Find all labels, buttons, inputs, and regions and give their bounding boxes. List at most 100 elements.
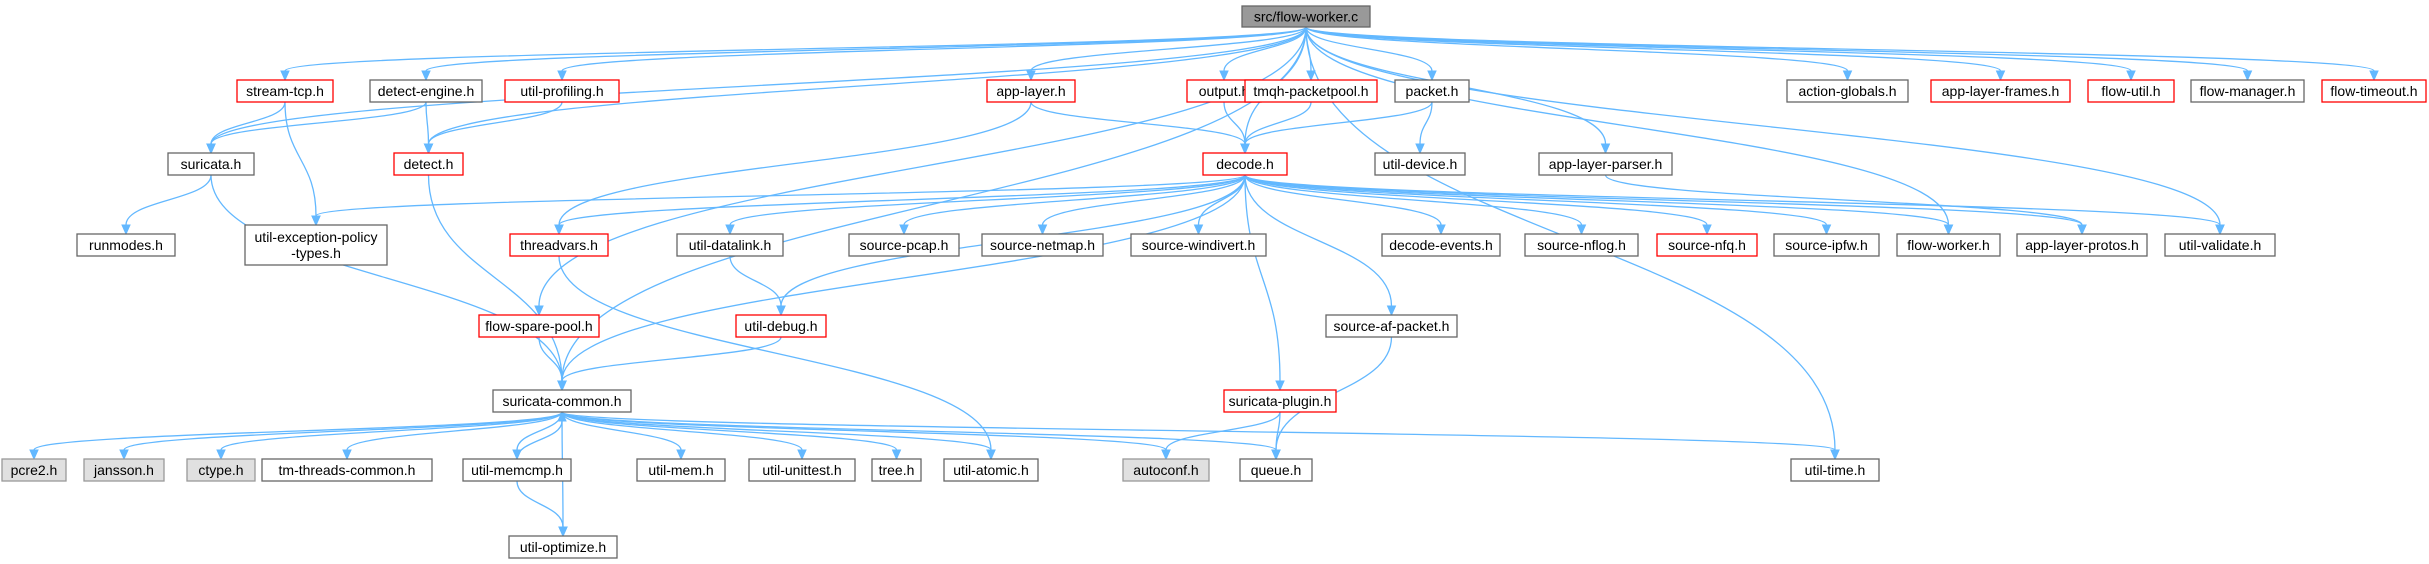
edge-suricata-plugin-to-autoconf: [1161, 411, 1281, 461]
node-label: suricata.h: [181, 156, 242, 172]
edge-detect-engine-to-suricata: [206, 101, 427, 155]
node-util-optimize[interactable]: util-optimize.h: [508, 535, 618, 559]
node-box: [986, 79, 1076, 103]
node-label: tm-threads-common.h: [279, 462, 416, 478]
node-util-memcmp[interactable]: util-memcmp.h: [462, 458, 572, 482]
node-app-layer[interactable]: app-layer.h: [986, 79, 1076, 103]
node-box: [748, 458, 856, 482]
node-jansson: jansson.h: [83, 458, 165, 482]
edge-decode-to-decode-events: [1244, 174, 1446, 236]
node-box: [244, 224, 388, 266]
node-label: -types.h: [291, 245, 341, 261]
node-flow-manager[interactable]: flow-manager.h: [2190, 79, 2305, 103]
edge-util-profiling-to-detect: [423, 101, 563, 155]
node-label: suricata-common.h: [502, 393, 621, 409]
node-box: [2190, 79, 2305, 103]
node-pcre2: pcre2.h: [1, 458, 67, 482]
node-box: [2016, 233, 2148, 257]
node-util-atomic[interactable]: util-atomic.h: [943, 458, 1039, 482]
node-box: [1656, 233, 1758, 257]
edge-suricata-common-to-jansson: [119, 411, 563, 461]
node-suricata-common[interactable]: suricata-common.h: [492, 389, 632, 413]
node-stream-tcp[interactable]: stream-tcp.h: [236, 79, 334, 103]
node-suricata[interactable]: suricata.h: [167, 152, 255, 176]
edge-root-to-flow-spare-pool: [534, 26, 1307, 317]
node-label: util-atomic.h: [953, 462, 1028, 478]
edge-suricata-common-to-tree: [561, 411, 902, 461]
node-box: [478, 314, 600, 338]
node-source-netmap[interactable]: source-netmap.h: [981, 233, 1104, 257]
node-flow-worker[interactable]: flow-worker.h: [1896, 233, 2001, 257]
node-app-layer-frames[interactable]: app-layer-frames.h: [1930, 79, 2071, 103]
edge-suricata-common-to-queue: [561, 411, 1281, 461]
node-util-debug[interactable]: util-debug.h: [735, 314, 827, 338]
node-source-nflog[interactable]: source-nflog.h: [1524, 233, 1639, 257]
node-box: [1790, 458, 1880, 482]
node-detect-engine[interactable]: detect-engine.h: [369, 79, 483, 103]
node-label: app-layer-protos.h: [2025, 237, 2139, 253]
node-suricata-plugin[interactable]: suricata-plugin.h: [1223, 389, 1337, 413]
node-label: ctype.h: [198, 462, 243, 478]
edge-decode-to-source-netmap: [1037, 174, 1246, 236]
node-app-layer-protos[interactable]: app-layer-protos.h: [2016, 233, 2148, 257]
node-source-af-packet[interactable]: source-af-packet.h: [1325, 314, 1458, 338]
node-source-windivert[interactable]: source-windivert.h: [1130, 233, 1267, 257]
node-threadvars[interactable]: threadvars.h: [509, 233, 609, 257]
edge-decode-to-util-datalink: [725, 174, 1246, 236]
node-root[interactable]: src/flow-worker.c: [1241, 5, 1371, 28]
node-label: source-ipfw.h: [1785, 237, 1867, 253]
edge-suricata-common-to-ctype: [216, 411, 563, 461]
node-label: src/flow-worker.c: [1254, 9, 1358, 25]
node-label: packet.h: [1406, 83, 1459, 99]
node-decode-events[interactable]: decode-events.h: [1381, 233, 1501, 257]
node-label: stream-tcp.h: [246, 83, 324, 99]
node-label: source-pcap.h: [860, 237, 949, 253]
node-app-layer-parser[interactable]: app-layer-parser.h: [1538, 152, 1673, 176]
node-source-pcap[interactable]: source-pcap.h: [848, 233, 960, 257]
node-util-time[interactable]: util-time.h: [1790, 458, 1880, 482]
node-packet[interactable]: packet.h: [1394, 79, 1470, 103]
node-label: source-windivert.h: [1142, 237, 1256, 253]
node-box: [1394, 79, 1470, 103]
node-label: runmodes.h: [89, 237, 163, 253]
node-util-device[interactable]: util-device.h: [1374, 152, 1466, 176]
node-flow-spare-pool[interactable]: flow-spare-pool.h: [478, 314, 600, 338]
node-box: [1, 458, 67, 482]
node-source-ipfw[interactable]: source-ipfw.h: [1773, 233, 1880, 257]
node-label: app-layer.h: [996, 83, 1065, 99]
edge-util-memcmp-to-suricata-common: [516, 410, 567, 460]
node-flow-timeout[interactable]: flow-timeout.h: [2321, 79, 2427, 103]
node-label: flow-util.h: [2101, 83, 2160, 99]
node-label: action-globals.h: [1798, 83, 1896, 99]
node-label: threadvars.h: [520, 237, 598, 253]
node-tmqh-packetpool[interactable]: tmqh-packetpool.h: [1244, 79, 1378, 103]
graph-edges: [29, 26, 2379, 538]
node-runmodes[interactable]: runmodes.h: [76, 233, 176, 257]
node-box: [1896, 233, 2001, 257]
node-tree[interactable]: tree.h: [871, 458, 922, 482]
node-flow-util[interactable]: flow-util.h: [2087, 79, 2175, 103]
node-util-unittest[interactable]: util-unittest.h: [748, 458, 856, 482]
node-box: [2164, 233, 2276, 257]
edge-root-to-output: [1219, 26, 1307, 82]
node-label: util-debug.h: [744, 318, 817, 334]
node-detect[interactable]: detect.h: [393, 152, 464, 176]
node-box: [393, 152, 464, 176]
edge-suricata-common-to-util-time: [561, 411, 1840, 461]
edge-root-to-app-layer-frames: [1305, 26, 2006, 82]
node-action-globals[interactable]: action-globals.h: [1786, 79, 1909, 103]
node-box: [1773, 233, 1880, 257]
node-source-nfq[interactable]: source-nfq.h: [1656, 233, 1758, 257]
edge-decode-to-source-nflog: [1244, 174, 1587, 236]
node-box: [1122, 458, 1210, 482]
node-decode[interactable]: decode.h: [1202, 152, 1288, 176]
node-util-datalink[interactable]: util-datalink.h: [676, 233, 784, 257]
node-tm-threads-common[interactable]: tm-threads-common.h: [261, 458, 433, 482]
node-queue[interactable]: queue.h: [1239, 458, 1313, 482]
node-util-validate[interactable]: util-validate.h: [2164, 233, 2276, 257]
node-util-profiling[interactable]: util-profiling.h: [504, 79, 620, 103]
node-util-exception-policy-types[interactable]: util-exception-policy-types.h: [244, 224, 388, 266]
node-util-mem[interactable]: util-mem.h: [636, 458, 726, 482]
node-box: [236, 79, 334, 103]
